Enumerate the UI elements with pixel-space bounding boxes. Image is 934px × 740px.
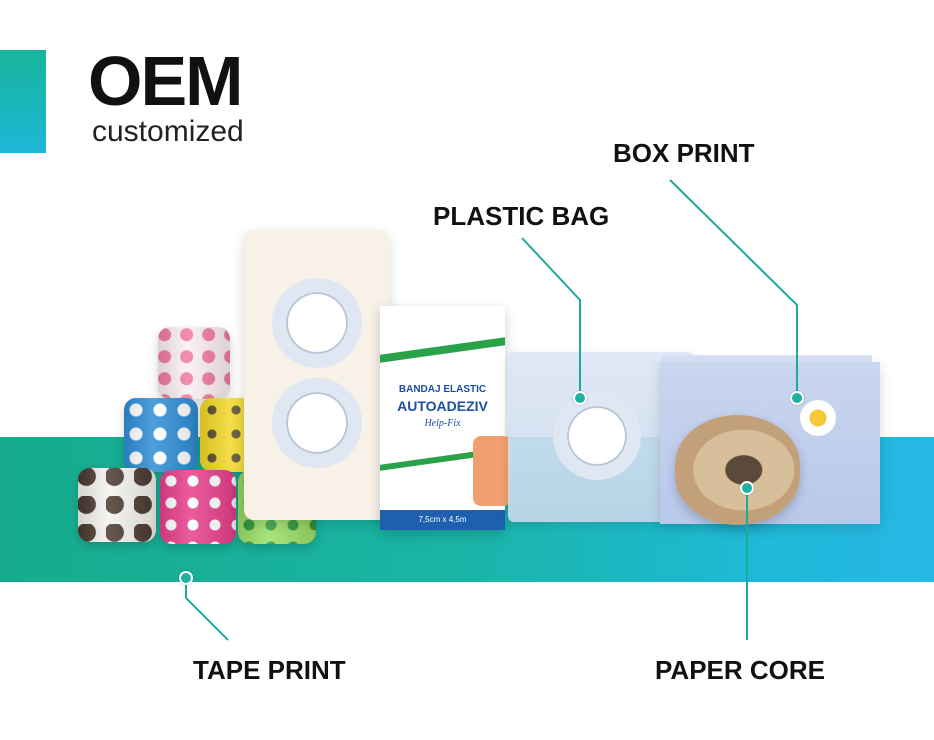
label-plastic-bag: PLASTIC BAG [433, 201, 610, 231]
box-size-label: 7,5cm x 4,5m [380, 510, 505, 530]
page-title: OEM [88, 42, 243, 120]
box-print-dot [790, 391, 804, 405]
plastic-bag-dot [573, 391, 587, 405]
box-brand-line3: Help-Fix [424, 418, 461, 429]
plastic-bag-line [521, 237, 581, 398]
label-box-print: BOX PRINT [613, 138, 755, 168]
accent-bar [0, 50, 46, 153]
paper-core-roll [675, 415, 800, 525]
paper-core-dot [740, 481, 754, 495]
tape-print-dot [179, 571, 193, 585]
tape-roll-cow-print [78, 468, 156, 542]
box-window [473, 436, 511, 506]
tape-roll-magenta-paws [160, 470, 236, 544]
tape-roll-blue-paws [124, 398, 198, 472]
box-print-line [669, 179, 798, 398]
product-box-help-fix: BANDAJ ELASTIC AUTOADEZIV Help-Fix 7,5cm… [380, 306, 511, 530]
box-brand-line1: BANDAJ ELASTIC [398, 384, 487, 395]
tape-roll-pink-hearts [158, 327, 230, 399]
blister-card [244, 230, 389, 520]
tape-print-line [185, 580, 229, 641]
label-paper-core: PAPER CORE [655, 655, 825, 685]
page-subtitle: customized [92, 115, 244, 148]
flower-print-icon [800, 400, 836, 436]
box-brand-line2: AUTOADEZIV [397, 398, 488, 414]
label-tape-print: TAPE PRINT [193, 655, 346, 685]
